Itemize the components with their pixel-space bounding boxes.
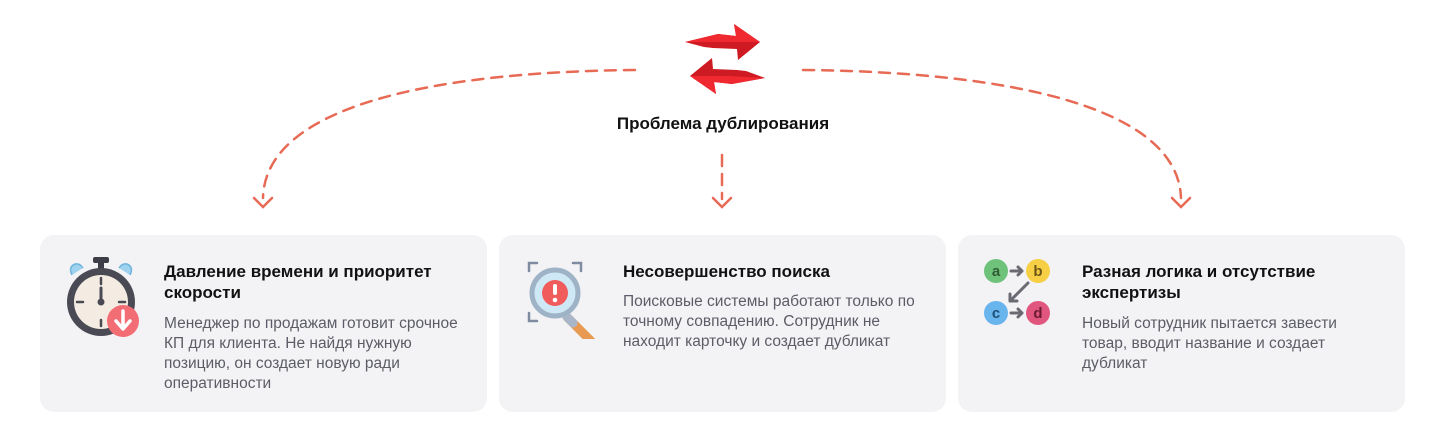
stopwatch-icon [67, 257, 139, 337]
card-title: Давление времени и приоритет скорости [164, 262, 432, 302]
svg-text:d: d [1033, 305, 1042, 322]
svg-text:b: b [1033, 263, 1042, 280]
card-description: Новый сотрудник пытается завести товар, … [1082, 315, 1337, 372]
abcd-flow-icon: a b c d [984, 259, 1050, 325]
search-warning-icon [527, 261, 596, 339]
svg-text:a: a [992, 263, 1001, 280]
card-time-pressure: Давление времени и приоритет скорости Ме… [40, 235, 487, 412]
center-connector-arrowhead [711, 196, 733, 209]
red-double-arrow-icon [685, 24, 765, 94]
card-different-logic: a b c d Разная логика и отсутствие экспе… [958, 235, 1405, 412]
right-connector [801, 68, 1183, 200]
hub-title: Проблема дублирования [616, 114, 830, 133]
left-connector-arrowhead [252, 196, 274, 209]
card-description: Поисковые системы работают только по точ… [623, 293, 915, 350]
left-connector [261, 68, 637, 200]
svg-text:c: c [992, 305, 1000, 322]
card-description: Менеджер по продажам готовит срочное КП … [164, 315, 458, 392]
right-connector-arrowhead [1170, 196, 1192, 209]
card-title: Разная логика и отсутствие экспертизы [1082, 262, 1316, 302]
card-title: Несовершенство поиска [623, 262, 830, 281]
card-search-imperfection: Несовершенство поиска Поисковые системы … [499, 235, 946, 412]
